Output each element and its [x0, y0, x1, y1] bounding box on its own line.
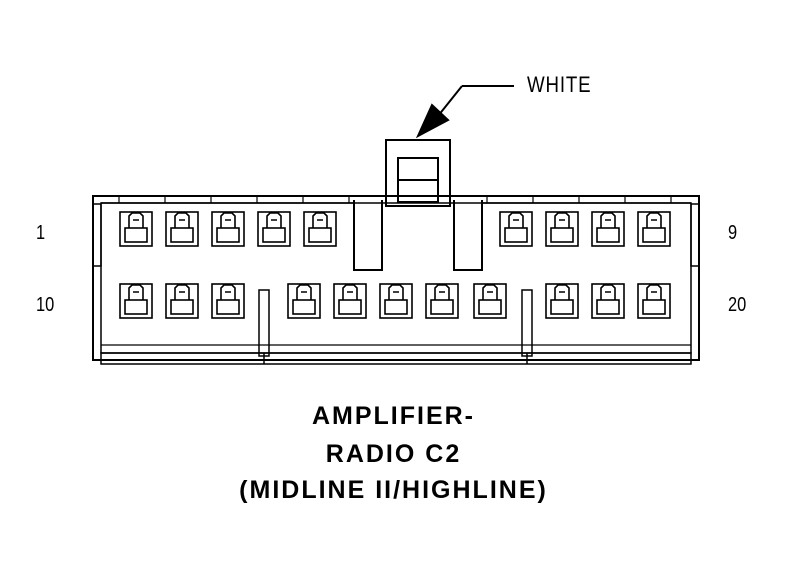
cavity-bottom-3: [211, 283, 245, 319]
cavity-bottom-9: [545, 283, 579, 319]
cavity-bottom-10: [591, 283, 625, 319]
base-rail: [100, 352, 692, 365]
latch-housing: [385, 139, 451, 207]
pin-label-20: 20: [728, 294, 747, 316]
pin-label-9: 9: [728, 222, 738, 244]
title-line-3: (MIDLINE II/HIGHLINE): [239, 476, 548, 504]
cavity-top-5: [303, 211, 337, 247]
cavity-group: [119, 211, 671, 319]
rib-left: [258, 289, 270, 357]
cavity-top-9: [637, 211, 671, 247]
pin-label-10: 10: [36, 294, 55, 316]
cavity-bottom-11: [637, 283, 671, 319]
cavity-bottom-4: [287, 283, 321, 319]
title-line-1: AMPLIFIER-: [311, 402, 476, 430]
cavity-top-2: [165, 211, 199, 247]
callout-leader-diagonal: [437, 85, 463, 117]
top-notches: [118, 196, 672, 203]
pin-label-1: 1: [36, 222, 46, 244]
right-ear: [690, 203, 700, 267]
cavity-bottom-2: [165, 283, 199, 319]
cavity-bottom-5: [333, 283, 367, 319]
callout-arrowhead: [415, 103, 450, 139]
title-line-2: RADIO C2: [325, 440, 462, 468]
cavity-top-4: [257, 211, 291, 247]
left-ear: [92, 203, 102, 267]
cavity-bottom-8: [473, 283, 507, 319]
cavity-top-7: [545, 211, 579, 247]
color-callout: [415, 85, 514, 139]
cavity-bottom-6: [379, 283, 413, 319]
housing-outline: [92, 195, 700, 361]
wire-color-label: WHITE: [527, 72, 592, 97]
connector-body: [92, 139, 700, 365]
cavity-top-6: [499, 211, 533, 247]
cavity-bottom-7: [425, 283, 459, 319]
cavity-top-1: [119, 211, 153, 247]
cavity-bottom-1: [119, 283, 153, 319]
rib-right: [521, 289, 533, 357]
locking-tab: [353, 200, 483, 271]
cavity-top-3: [211, 211, 245, 247]
cavity-top-8: [591, 211, 625, 247]
